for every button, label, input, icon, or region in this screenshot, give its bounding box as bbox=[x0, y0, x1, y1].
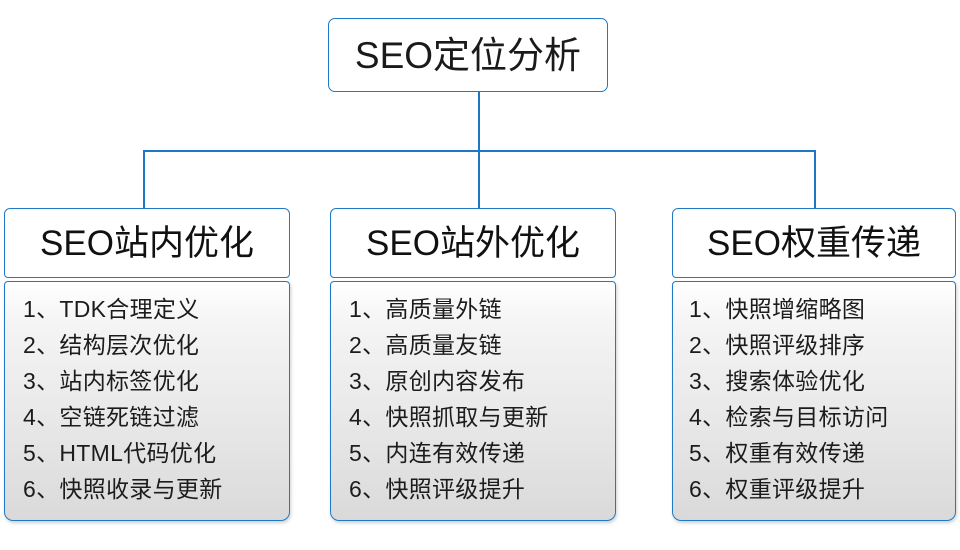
branch-header-label-3: SEO权重传递 bbox=[707, 223, 921, 263]
branch-item-list-2: 1、高质量外链 2、高质量友链 3、原创内容发布 4、快照抓取与更新 5、内连有… bbox=[331, 291, 615, 507]
branch-body-2: 1、高质量外链 2、高质量友链 3、原创内容发布 4、快照抓取与更新 5、内连有… bbox=[330, 281, 616, 521]
list-item: 5、权重有效传递 bbox=[689, 440, 866, 466]
connector-branch-1 bbox=[143, 150, 145, 208]
branch-header-2: SEO站外优化 bbox=[330, 208, 616, 278]
list-item: 3、原创内容发布 bbox=[349, 368, 526, 394]
list-item: 6、快照收录与更新 bbox=[23, 476, 223, 502]
root-node-title: SEO定位分析 bbox=[354, 34, 582, 76]
list-item: 6、快照评级提升 bbox=[349, 476, 526, 502]
branch-item-list-1: 1、TDK合理定义 2、结构层次优化 3、站内标签优化 4、空链死链过滤 5、H… bbox=[5, 291, 289, 507]
branch-body-1: 1、TDK合理定义 2、结构层次优化 3、站内标签优化 4、空链死链过滤 5、H… bbox=[4, 281, 290, 521]
branch-header-3: SEO权重传递 bbox=[672, 208, 956, 278]
branch-body-3: 1、快照增缩略图 2、快照评级排序 3、搜索体验优化 4、检索与目标访问 5、权… bbox=[672, 281, 956, 521]
list-item: 2、高质量友链 bbox=[349, 332, 502, 358]
list-item: 4、空链死链过滤 bbox=[23, 404, 200, 430]
list-item: 2、快照评级排序 bbox=[689, 332, 866, 358]
root-node: SEO定位分析 bbox=[328, 18, 608, 92]
list-item: 3、站内标签优化 bbox=[23, 368, 200, 394]
list-item: 4、检索与目标访问 bbox=[689, 404, 889, 430]
branch-column-1: SEO站内优化 1、TDK合理定义 2、结构层次优化 3、站内标签优化 4、空链… bbox=[4, 208, 290, 521]
branch-header-label-1: SEO站内优化 bbox=[40, 223, 254, 263]
list-item: 5、HTML代码优化 bbox=[23, 440, 217, 466]
list-item: 3、搜索体验优化 bbox=[689, 368, 866, 394]
branch-item-list-3: 1、快照增缩略图 2、快照评级排序 3、搜索体验优化 4、检索与目标访问 5、权… bbox=[673, 291, 955, 507]
connector-branch-3 bbox=[814, 150, 816, 208]
list-item: 6、权重评级提升 bbox=[689, 476, 866, 502]
branch-header-1: SEO站内优化 bbox=[4, 208, 290, 278]
branch-column-2: SEO站外优化 1、高质量外链 2、高质量友链 3、原创内容发布 4、快照抓取与… bbox=[330, 208, 616, 521]
list-item: 1、快照增缩略图 bbox=[689, 296, 866, 322]
list-item: 1、高质量外链 bbox=[349, 296, 502, 322]
connector-root-down bbox=[478, 92, 480, 152]
list-item: 2、结构层次优化 bbox=[23, 332, 200, 358]
list-item: 5、内连有效传递 bbox=[349, 440, 526, 466]
branch-column-3: SEO权重传递 1、快照增缩略图 2、快照评级排序 3、搜索体验优化 4、检索与… bbox=[672, 208, 956, 521]
list-item: 4、快照抓取与更新 bbox=[349, 404, 549, 430]
connector-branch-2 bbox=[478, 150, 480, 208]
branch-header-label-2: SEO站外优化 bbox=[366, 223, 580, 263]
list-item: 1、TDK合理定义 bbox=[23, 296, 200, 322]
